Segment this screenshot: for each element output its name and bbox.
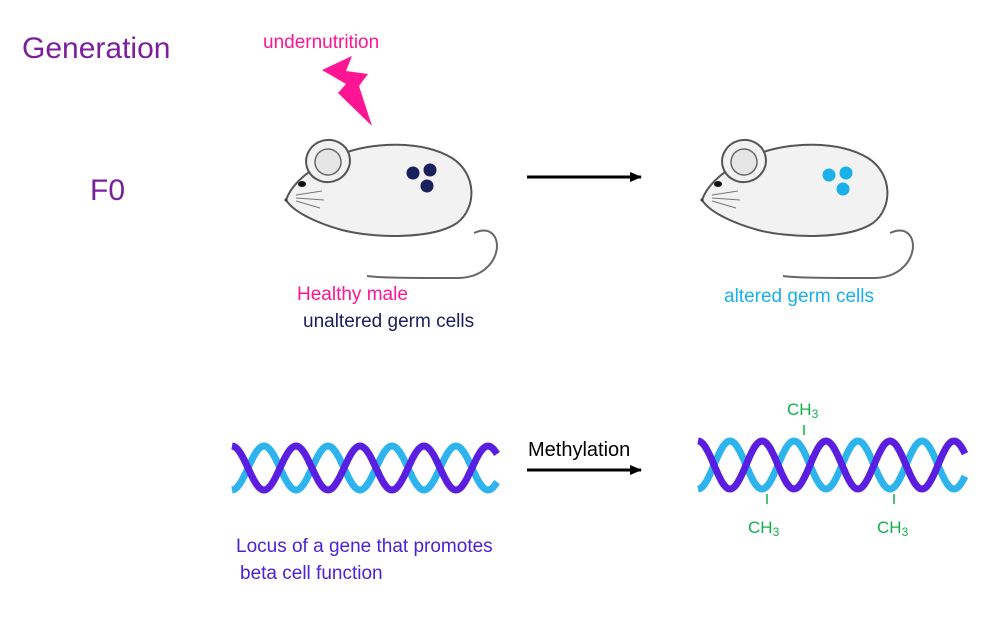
- dna-helix-icon-methylated: [697, 437, 969, 493]
- generation-title: Generation: [22, 32, 171, 65]
- methylation-label: Methylation: [528, 439, 631, 461]
- healthy-male-label: Healthy male: [297, 284, 408, 305]
- stress-label: undernutrition: [263, 32, 380, 53]
- lightning-bolt-icon: [322, 56, 372, 126]
- unaltered-germ-cells-label: unaltered germ cells: [303, 311, 475, 332]
- locus-label-line1: Locus of a gene that promotes: [236, 536, 493, 557]
- methyl-group-label: CH3: [787, 400, 819, 421]
- methyl-group-label: CH3: [877, 518, 909, 539]
- methyl-group-label: CH3: [748, 518, 780, 539]
- mouse-icon-altered: [699, 134, 914, 279]
- mouse-icon-healthy: [283, 134, 498, 279]
- generation-label-f0: F0: [90, 174, 126, 207]
- altered-germ-cells-label: altered germ cells: [724, 286, 874, 307]
- dna-helix-icon-unmethylated: [231, 442, 500, 494]
- locus-label-line2: beta cell function: [240, 563, 383, 584]
